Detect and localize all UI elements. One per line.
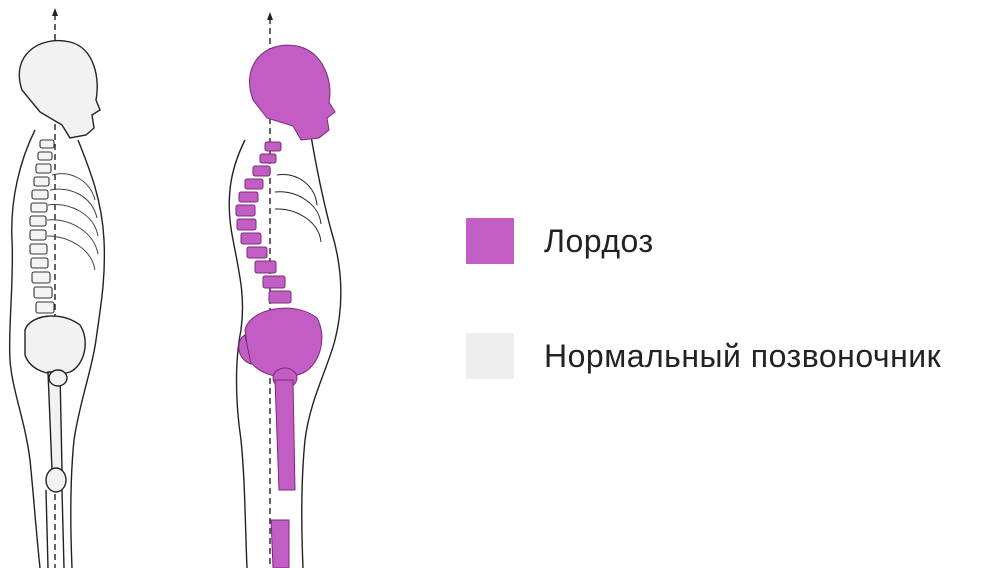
legend-label-normal: Нормальный позвоночник: [544, 338, 941, 375]
legend-item-lordosis: Лордоз: [466, 218, 654, 264]
lordosis-highlight: [236, 45, 335, 568]
femur: [275, 380, 295, 490]
legend-swatch-normal: [466, 333, 514, 379]
pelvis: [245, 308, 322, 377]
lordosis-figure: [205, 0, 365, 568]
normal-spine-figure: [0, 0, 200, 568]
tibia: [271, 520, 289, 568]
skull: [249, 45, 335, 140]
legend-swatch-lordosis: [466, 218, 514, 264]
skull: [19, 41, 100, 138]
pelvis: [25, 316, 85, 374]
legend-item-normal: Нормальный позвоночник: [466, 333, 941, 379]
legend-label-lordosis: Лордоз: [544, 223, 654, 260]
femur: [48, 372, 62, 470]
spine: [30, 140, 54, 313]
spine: [236, 142, 291, 303]
